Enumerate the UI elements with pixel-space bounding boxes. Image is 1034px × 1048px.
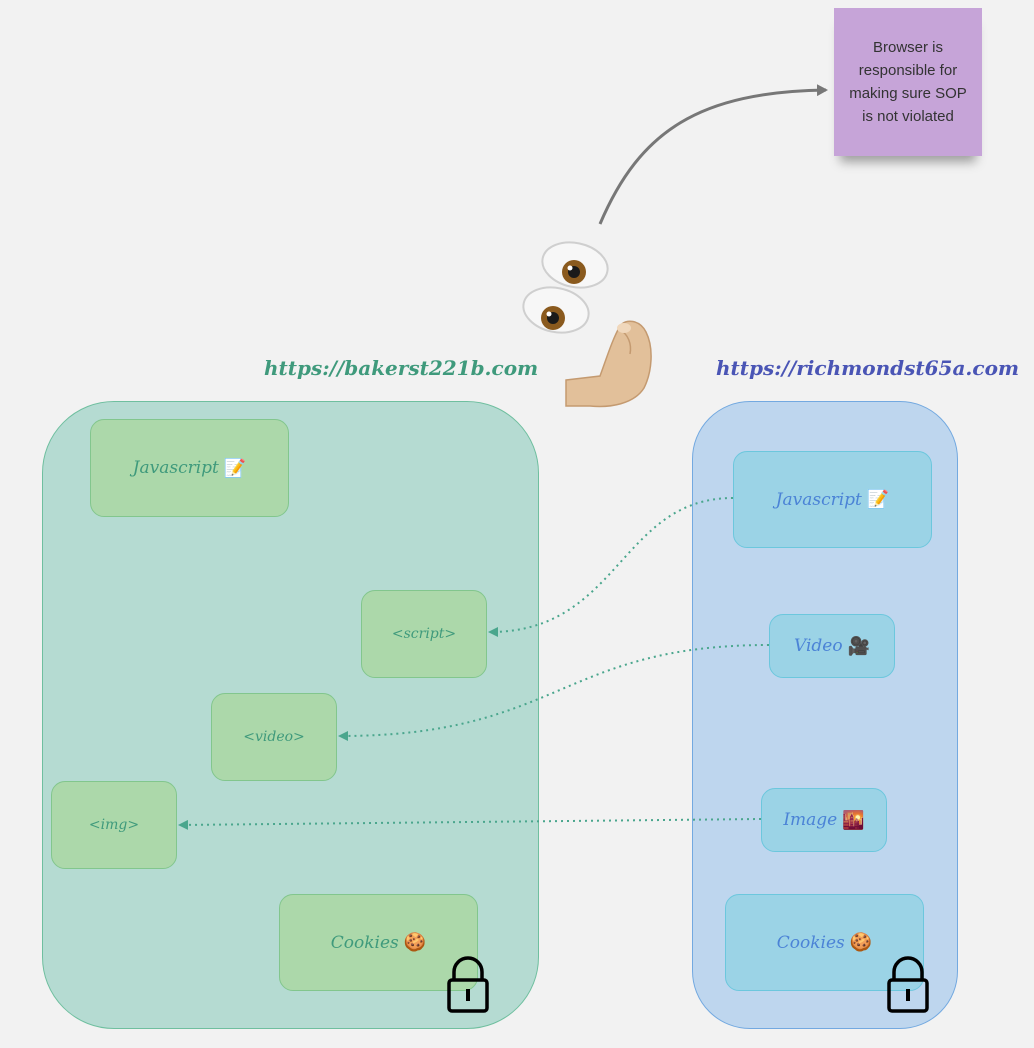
observe-arrow xyxy=(598,84,828,225)
script-load-arrow xyxy=(488,497,734,637)
right-image-box: Image 🌇 xyxy=(761,788,887,852)
sticky-note-text: Browser is responsible for making sure S… xyxy=(849,39,967,125)
right-javascript-box: Javascript 📝 xyxy=(733,451,932,548)
cookie-icon: 🍪 xyxy=(403,932,427,953)
lock-icon xyxy=(887,956,929,1013)
pinched-fingers-icon xyxy=(565,320,652,408)
right-cookies-label: Cookies xyxy=(776,932,845,953)
lock-icon xyxy=(447,956,489,1013)
left-javascript-box: Javascript 📝 xyxy=(90,419,289,517)
img-tag-box: <img> xyxy=(51,781,177,869)
sticky-note: Browser is responsible for making sure S… xyxy=(834,8,982,156)
city-sunset-icon: 🌇 xyxy=(842,809,865,831)
video-tag-label: <video> xyxy=(243,729,305,745)
memo-icon: 📝 xyxy=(866,489,890,510)
image-load-arrow xyxy=(178,818,762,830)
video-load-arrow xyxy=(338,644,770,741)
right-cookies-box: Cookies 🍪 xyxy=(725,894,924,991)
left-cookies-box: Cookies 🍪 xyxy=(279,894,478,991)
left-javascript-label: Javascript xyxy=(132,458,219,478)
left-cookies-label: Cookies xyxy=(330,932,399,953)
cookie-icon: 🍪 xyxy=(849,932,873,953)
script-tag-box: <script> xyxy=(361,590,487,678)
memo-icon: 📝 xyxy=(223,457,247,479)
right-image-label: Image xyxy=(783,810,838,830)
origin-label-richmondst: https://richmondst65a.com xyxy=(716,356,1020,380)
right-video-label: Video xyxy=(793,636,843,656)
origin-label-bakerst: https://bakerst221b.com xyxy=(264,356,539,380)
right-javascript-label: Javascript xyxy=(775,489,862,510)
script-tag-label: <script> xyxy=(391,626,457,642)
movie-camera-icon: 🎥 xyxy=(847,635,870,657)
video-tag-box: <video> xyxy=(211,693,337,781)
eyes-icon xyxy=(522,241,609,334)
right-video-box: Video 🎥 xyxy=(769,614,895,678)
img-tag-label: <img> xyxy=(88,817,140,833)
